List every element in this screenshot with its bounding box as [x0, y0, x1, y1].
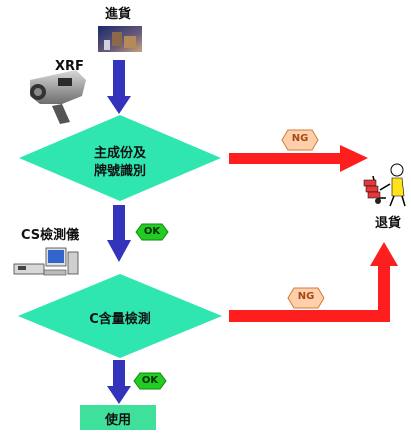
use-box: [80, 405, 156, 430]
ng-badge-1-label: NG: [291, 133, 309, 144]
use-label: 使用: [104, 413, 131, 428]
decision2-label: C含量檢測: [89, 312, 151, 327]
return-person-hand-truck-icon: [363, 163, 406, 207]
ng-badge-1: [281, 129, 319, 151]
cs-instrument-label: CS檢測儀: [21, 228, 80, 243]
reject-arrow-2: [229, 242, 398, 322]
flow-arrow-3: [107, 360, 131, 404]
flow-arrow-2: [107, 205, 131, 262]
decision-diamond-1: [19, 115, 221, 201]
incoming-label: 進貨: [105, 7, 132, 22]
decision1-label-line1: 主成份及: [93, 146, 146, 161]
incoming-photo-icon: [98, 26, 142, 52]
xrf-label: XRF: [55, 59, 84, 74]
decision1-label-line2: 牌號識別: [93, 164, 146, 179]
xrf-analyzer-icon: [30, 70, 86, 124]
reject-arrow-1: [229, 145, 368, 172]
ng-badge-2-label: NG: [297, 291, 315, 302]
flow-arrow-1: [107, 60, 131, 114]
ok-badge-2-label: OK: [141, 375, 159, 386]
ok-badge-1-label: OK: [143, 226, 161, 237]
decision-diamond-2: [18, 274, 222, 358]
cs-instrument-icon: [13, 247, 79, 276]
return-label: 退貨: [375, 216, 402, 231]
ok-badge-1: [135, 223, 169, 241]
ng-badge-2: [287, 287, 325, 309]
ok-badge-2: [133, 372, 167, 390]
